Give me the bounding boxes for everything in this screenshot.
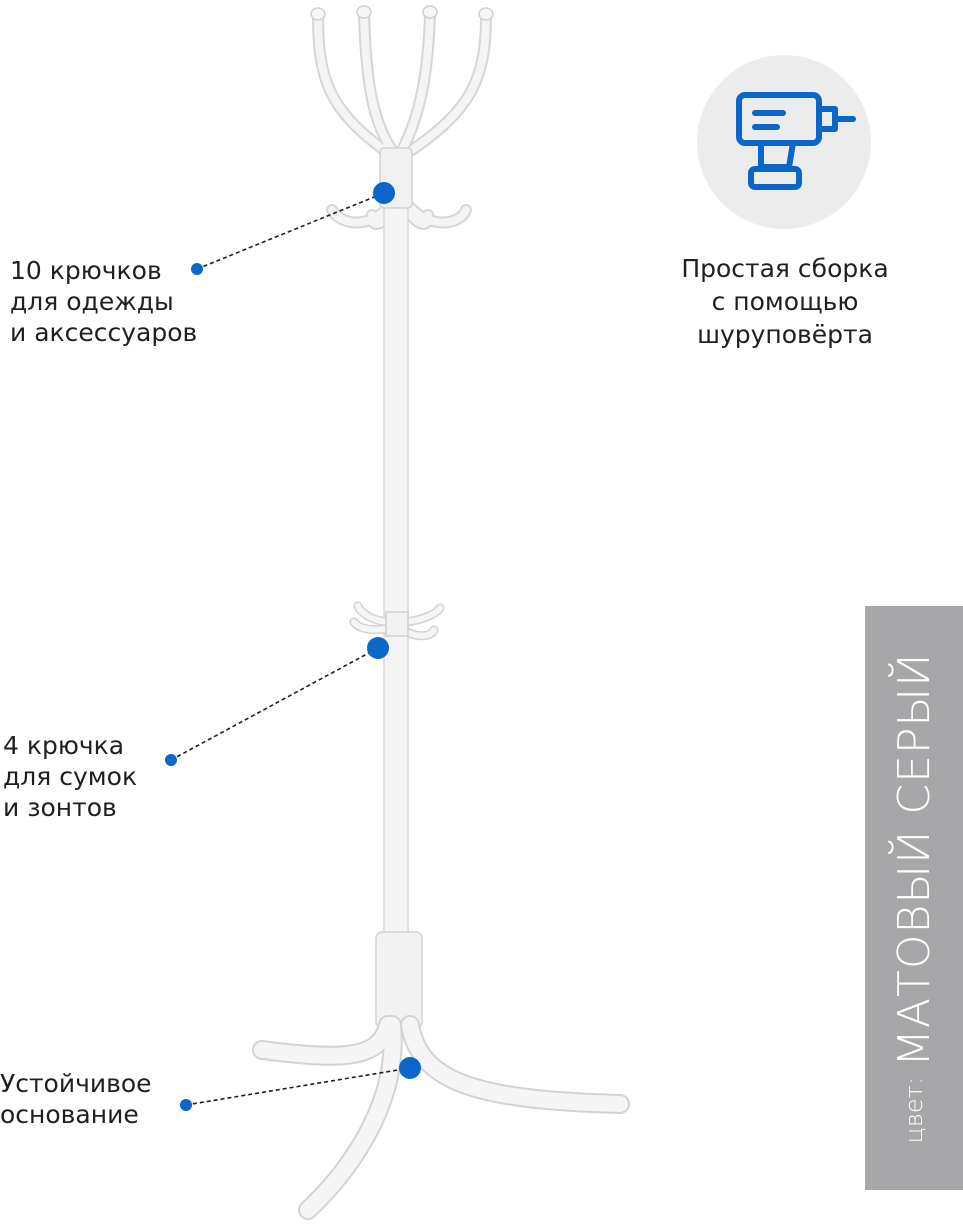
callout-dot — [191, 263, 203, 275]
callout-dot — [399, 1057, 421, 1079]
callout-lines — [170, 192, 411, 1106]
screwdriver-drill-icon — [736, 92, 856, 190]
pole — [383, 149, 409, 941]
color-label-bar: цвет: МАТОВЫЙ СЕРЫЙ — [865, 606, 963, 1190]
callout-stable-base: Устойчивое основание — [0, 1069, 152, 1129]
callout-dot — [165, 754, 177, 766]
color-name: МАТОВЫЙ СЕРЫЙ — [888, 652, 940, 1068]
callout-dot — [373, 182, 395, 204]
feature-text: Простая сборка с помощью шуруповёрта — [681, 254, 889, 349]
callout-hooks-clothes: 10 крючков для одежды и аксессуаров — [10, 256, 198, 347]
callout-dot — [180, 1099, 192, 1111]
callout-dot — [367, 637, 389, 659]
feature-icon-circle — [697, 55, 871, 229]
color-prefix: цвет: — [900, 1077, 928, 1144]
callout-hooks-bags: 4 крючка для сумок и зонтов — [3, 731, 138, 822]
